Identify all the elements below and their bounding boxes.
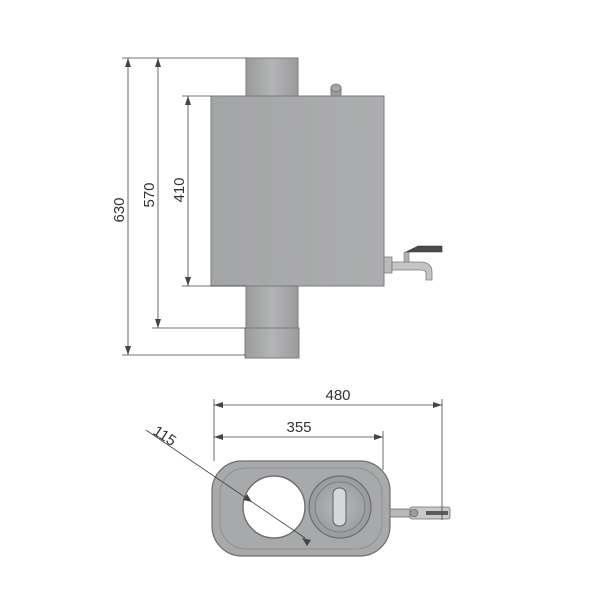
dim-label-480: 480 [325, 387, 350, 404]
lid-handle [332, 487, 347, 527]
diameter-line [145, 429, 306, 539]
dim-label-355: 355 [286, 419, 311, 436]
front-view [210, 57, 443, 359]
pipe-opening [242, 475, 306, 539]
pipe-top [245, 57, 299, 99]
faucet [383, 245, 443, 281]
pipe-bottom-sleeve [244, 327, 300, 359]
dim-label-410: 410 [171, 177, 188, 202]
diameter-arrow-1 [243, 494, 252, 502]
dim-label-570: 570 [141, 182, 158, 207]
tank-body [210, 95, 385, 287]
lid-knob [330, 83, 342, 97]
dim-label-630: 630 [111, 197, 128, 222]
dim-label-115: 115 [150, 423, 179, 450]
diameter-arrow-2 [302, 538, 311, 546]
top-view [145, 429, 451, 557]
tank-rim-top [219, 467, 383, 550]
horizontal-dimensions [213, 399, 443, 520]
faucet-top [389, 506, 451, 520]
lid-inner-ring [314, 481, 366, 533]
horizontal-dim-arrows [214, 402, 442, 440]
vertical-dimensions [122, 57, 246, 356]
vertical-dim-arrows [125, 58, 191, 355]
pipe-bottom [245, 285, 299, 329]
